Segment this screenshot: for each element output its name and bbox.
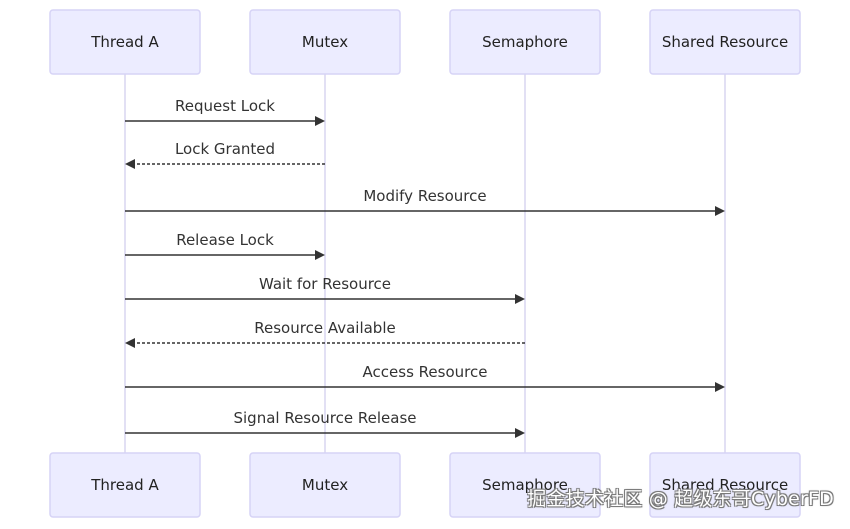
actor-box [249, 9, 401, 75]
actor-label: Shared Resource [662, 476, 788, 494]
actor-label: Mutex [302, 476, 348, 494]
arrowhead-icon [125, 338, 135, 348]
actor-label: Mutex [302, 33, 348, 51]
actor-box [449, 9, 601, 75]
message-label: Lock Granted [175, 140, 275, 158]
actor-box [49, 9, 201, 75]
message-8: Signal Resource Release [125, 409, 525, 438]
arrowhead-icon [715, 206, 725, 216]
actors-bottom: Thread A Mutex Semaphore Shared Resource [49, 452, 801, 518]
message-label: Wait for Resource [259, 275, 391, 293]
actor-box [249, 452, 401, 518]
actor-box [449, 452, 601, 518]
actors-top: Thread A Mutex Semaphore Shared Resource [49, 9, 801, 75]
message-label: Release Lock [176, 231, 274, 249]
actor-box [49, 452, 201, 518]
watermark: 掘金技术社区 @ 超级东哥CyberFD [527, 488, 834, 510]
message-1: Request Lock [125, 97, 325, 126]
message-6: Resource Available [125, 319, 525, 348]
actor-label: Shared Resource [662, 33, 788, 51]
actor-label: Thread A [90, 33, 159, 51]
actor-mutex-bottom: Mutex [249, 452, 401, 518]
message-3: Modify Resource [125, 187, 725, 216]
message-7: Access Resource [125, 363, 725, 392]
arrowhead-icon [715, 382, 725, 392]
message-2: Lock Granted [125, 140, 325, 169]
message-label: Request Lock [175, 97, 275, 115]
actor-shared_resource-bottom: Shared Resource [649, 452, 801, 518]
actor-thread_a-bottom: Thread A [49, 452, 201, 518]
message-label: Modify Resource [363, 187, 486, 205]
arrowhead-icon [315, 250, 325, 260]
actor-shared_resource-top: Shared Resource [649, 9, 801, 75]
arrowhead-icon [125, 159, 135, 169]
arrowhead-icon [515, 428, 525, 438]
message-label: Access Resource [363, 363, 488, 381]
actor-semaphore-bottom: Semaphore [449, 452, 601, 518]
actor-label: Semaphore [482, 476, 568, 494]
arrowhead-icon [515, 294, 525, 304]
actor-thread_a-top: Thread A [49, 9, 201, 75]
actor-box [649, 452, 801, 518]
actor-mutex-top: Mutex [249, 9, 401, 75]
actor-label: Semaphore [482, 33, 568, 51]
arrowhead-icon [315, 116, 325, 126]
actor-semaphore-top: Semaphore [449, 9, 601, 75]
message-4: Release Lock [125, 231, 325, 260]
message-label: Signal Resource Release [233, 409, 416, 427]
message-5: Wait for Resource [125, 275, 525, 304]
lifelines [124, 74, 726, 453]
message-label: Resource Available [254, 319, 395, 337]
actor-box [649, 9, 801, 75]
actor-label: Thread A [90, 476, 159, 494]
